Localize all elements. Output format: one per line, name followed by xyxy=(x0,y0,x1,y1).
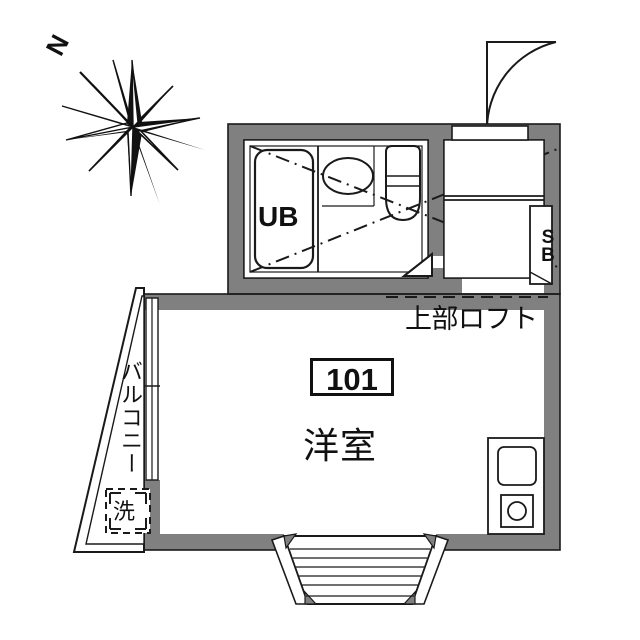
shoe-box-label: SB xyxy=(541,227,555,267)
sliding-door-icon[interactable] xyxy=(144,297,162,481)
balcony-label: バルコニー xyxy=(118,360,143,475)
walls xyxy=(144,124,560,550)
folding-door-icon xyxy=(401,251,433,277)
washer-space-marker xyxy=(105,488,151,534)
unit-bath-label: UB xyxy=(258,201,299,232)
kitchen-sink-icon xyxy=(497,446,537,486)
bathtub-icon xyxy=(253,148,315,270)
washer-space-label: 洗 xyxy=(113,499,136,524)
unit-bath-room xyxy=(243,139,561,279)
living-room-floor xyxy=(160,310,544,534)
living-room-label: 洋室 xyxy=(303,425,378,466)
entrance-door-icon xyxy=(485,41,557,133)
bay-window-icon xyxy=(270,533,450,605)
compass-rose-icon xyxy=(61,59,205,205)
room-number-text: 101 xyxy=(326,362,378,397)
sink-icon xyxy=(322,157,374,195)
upper-loft-label: 上部ロフト xyxy=(405,304,538,334)
toilet-icon xyxy=(385,145,421,222)
kitchen-unit xyxy=(487,437,545,535)
balcony-area xyxy=(72,287,151,553)
room-number-badge: 101 xyxy=(310,358,394,396)
entry-genkan xyxy=(443,125,553,285)
shoe-box-cabinet xyxy=(529,205,553,285)
